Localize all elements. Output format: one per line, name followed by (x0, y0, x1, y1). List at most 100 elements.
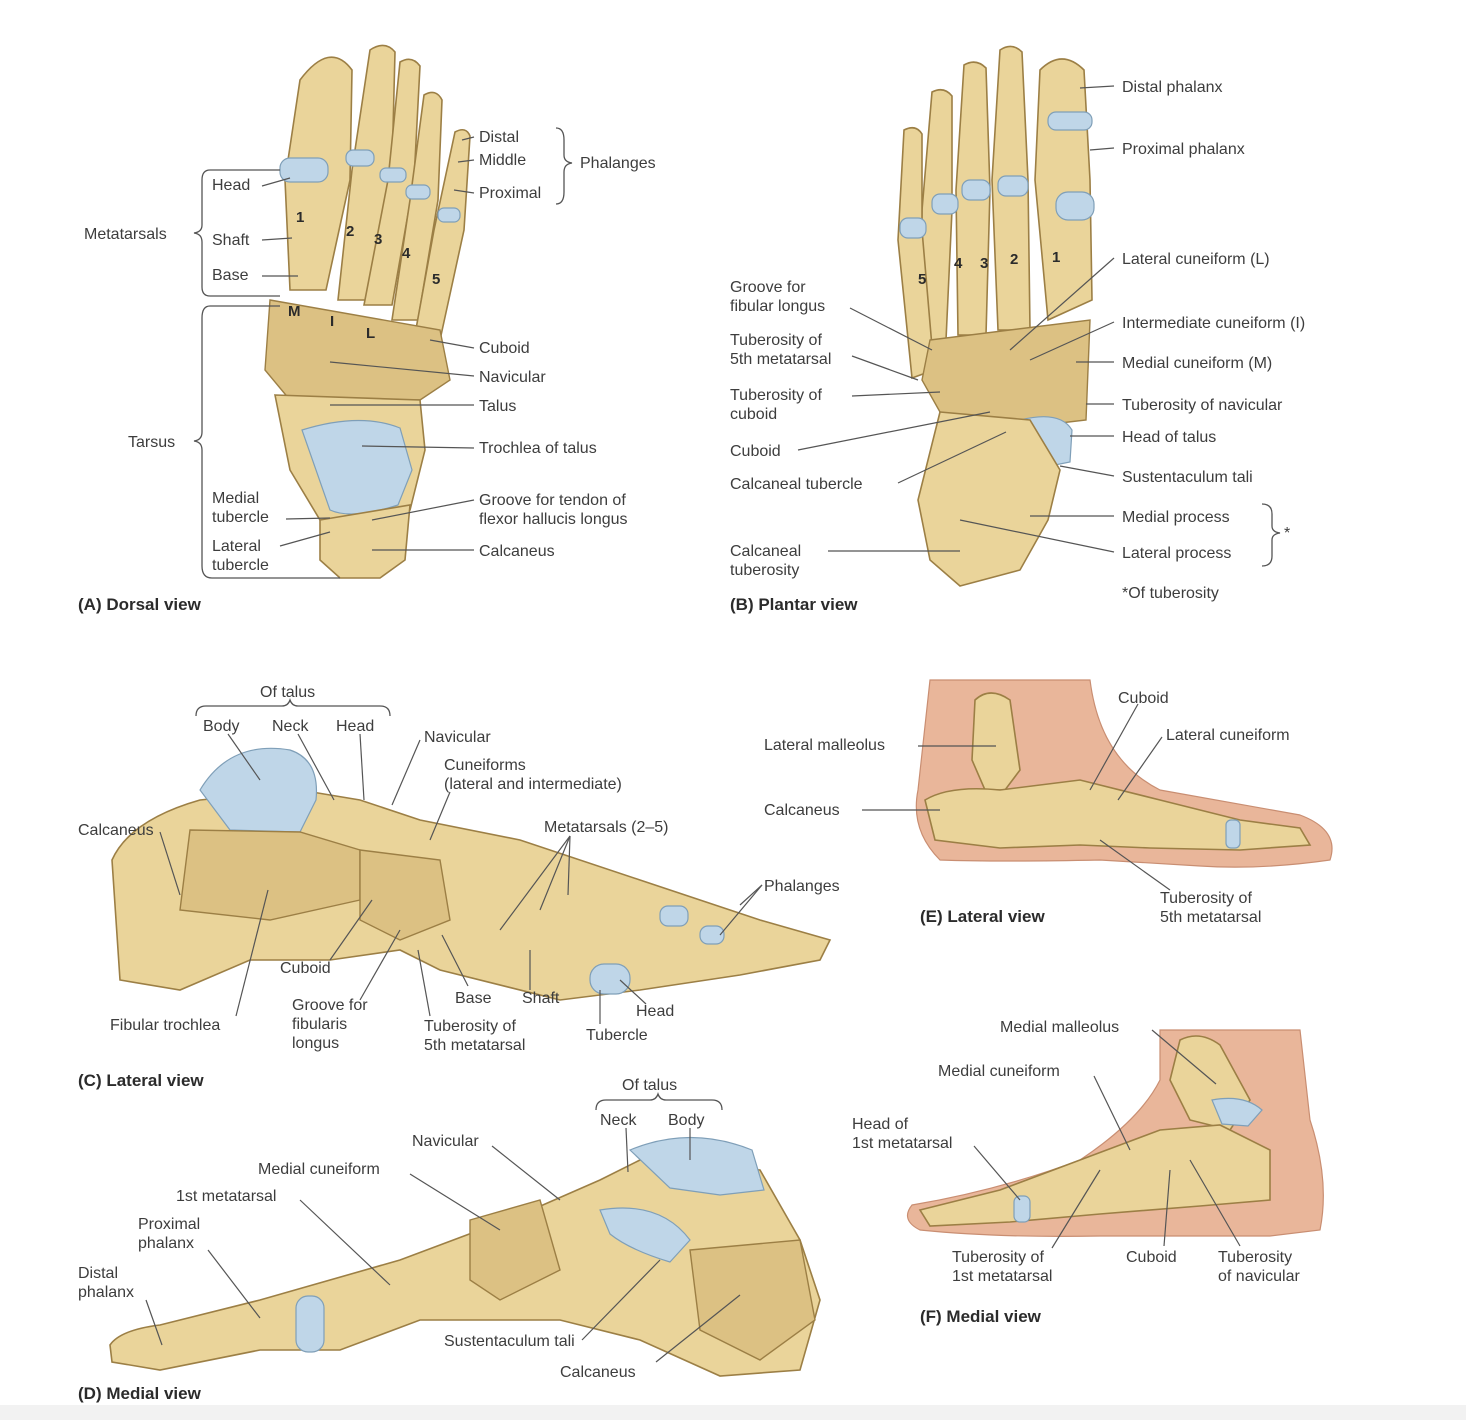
label-calcaneus: Calcaneus (78, 822, 154, 839)
joint-cartilage-3 (961, 179, 991, 201)
metatarsal-number-4: 4 (402, 245, 411, 262)
panel-f-leaders (973, 1029, 1241, 1249)
joint-cartilage-4 (931, 193, 959, 215)
label-calcaneus: Calcaneus (764, 802, 840, 819)
toe-1-bones (1034, 58, 1093, 322)
label-talus: Talus (479, 398, 516, 415)
panel-c-foot-drawing (111, 747, 832, 1001)
label-cuboid: Cuboid (1118, 690, 1169, 707)
panel-b-labels: Distal phalanx Proximal phalanx Lateral … (730, 79, 1305, 602)
label-of-talus: Of talus (622, 1077, 677, 1094)
fifth-head-cartilage (589, 963, 631, 995)
metatarsal-number-1: 1 (1052, 249, 1060, 266)
label-intermediate-cuneiform: Intermediate cuneiform (I) (1122, 315, 1305, 332)
joint-cartilage-2 (997, 175, 1029, 197)
label-distal-phalanx: Distal phalanx (1122, 79, 1223, 96)
label-head-5th: Head (636, 1003, 674, 1020)
label-medial-malleolus: Medial malleolus (1000, 1019, 1119, 1036)
panel-d-leaders (145, 1091, 741, 1363)
panel-b-numbers: 5 4 3 2 1 (918, 249, 1060, 288)
panel-d-foot-drawing (109, 1136, 821, 1377)
panel-d-medial-view: Of talus Neck Body Navicular Medial cune… (78, 1077, 821, 1403)
calcaneus-bone (917, 411, 1061, 587)
panel-c-lateral-view: Of talus Body Neck Head Navicular Cuneif… (78, 684, 840, 1090)
label-lateral-cuneiform: Lateral cuneiform (L) (1122, 251, 1270, 268)
label-medial-cuneiform: Medial cuneiform (M) (1122, 355, 1272, 372)
label-shaft: Shaft (212, 232, 250, 249)
label-phalanges: Phalanges (580, 155, 656, 172)
ankle-cartilage (1211, 1097, 1263, 1127)
label-navicular: Navicular (412, 1133, 479, 1150)
panel-a-leaders (193, 127, 573, 579)
label-calcaneus: Calcaneus (479, 543, 555, 560)
label-trochlea-of-talus: Trochlea of talus (479, 440, 597, 457)
panel-a-numbers: 1 2 3 4 5 M I L (288, 209, 440, 342)
medial-foot-bones (918, 1124, 1271, 1227)
label-head: Head (212, 177, 250, 194)
label-metatarsals-2-5: Metatarsals (2–5) (544, 819, 669, 836)
label-head: Head (336, 718, 374, 735)
label-proximal: Proximal (479, 185, 541, 202)
label-navicular: Navicular (424, 729, 491, 746)
phalanges-bracket (555, 127, 573, 205)
panel-f-labels: Medial malleolus Medial cuneiform Head o… (852, 1019, 1300, 1285)
mtp-cartilage-1 (659, 905, 689, 927)
caption-dorsal-view: (A) Dorsal view (78, 595, 202, 614)
mtp-cartilage-2 (699, 925, 725, 945)
label-1st-metatarsal: 1st metatarsal (176, 1188, 276, 1205)
label-lateral-malleolus: Lateral malleolus (764, 737, 885, 754)
panel-f-medial-view: Medial malleolus Medial cuneiform Head o… (852, 1019, 1324, 1326)
joint-cartilage-3 (379, 167, 407, 183)
panel-a-foot-drawing (264, 44, 471, 579)
label-body: Body (668, 1112, 704, 1129)
panel-c-leaders (159, 697, 763, 1024)
label-sustentaculum-tali: Sustentaculum tali (444, 1333, 575, 1350)
calcaneus-bone (689, 1239, 816, 1361)
trochlea-of-talus (301, 419, 413, 515)
label-body: Body (203, 718, 239, 735)
label-cuboid: Cuboid (479, 340, 530, 357)
joint-cartilage-5 (899, 217, 927, 239)
cuneiform-letter-m: M (288, 303, 301, 320)
label-tarsus: Tarsus (128, 434, 175, 451)
metatarsal-number-5: 5 (432, 271, 440, 288)
metatarsal-number-3: 3 (374, 231, 382, 248)
label-lateral-process: Lateral process (1122, 545, 1231, 562)
calcaneus-upper (179, 829, 361, 921)
metatarsals-bracket (193, 169, 280, 297)
mtp-cartilage (295, 1295, 325, 1353)
metatarsal-number-1: 1 (296, 209, 304, 226)
tarsus-bracket (193, 305, 340, 579)
of-talus-bracket (595, 1091, 723, 1111)
label-navicular: Navicular (479, 369, 546, 386)
label-head-of-talus: Head of talus (1122, 429, 1216, 446)
panel-b-plantar-view: 5 4 3 2 1 Distal phalanx (730, 45, 1305, 614)
metatarsal-number-5: 5 (918, 271, 926, 288)
panel-e-leaders (862, 703, 1171, 891)
of-talus-bracket (195, 697, 391, 717)
label-phalanges: Phalanges (764, 878, 840, 895)
label-base: Base (212, 267, 249, 284)
panel-e-labels: Cuboid Lateral cuneiform Lateral malleol… (764, 690, 1290, 926)
label-asterisk: * (1284, 525, 1290, 542)
panel-a-labels: Distal Middle Proximal Phalanges Head Sh… (84, 129, 656, 574)
label-medial-cuneiform: Medial cuneiform (258, 1161, 380, 1178)
label-tuberosity-of-navicular: Tuberosity of navicular (1122, 397, 1283, 414)
metatarsal-number-3: 3 (980, 255, 988, 272)
panel-e-lateral-view: Cuboid Lateral cuneiform Lateral malleol… (764, 679, 1333, 926)
label-base: Base (455, 990, 492, 1007)
label-neck: Neck (600, 1112, 637, 1129)
lateral-foot-bones (924, 779, 1312, 851)
